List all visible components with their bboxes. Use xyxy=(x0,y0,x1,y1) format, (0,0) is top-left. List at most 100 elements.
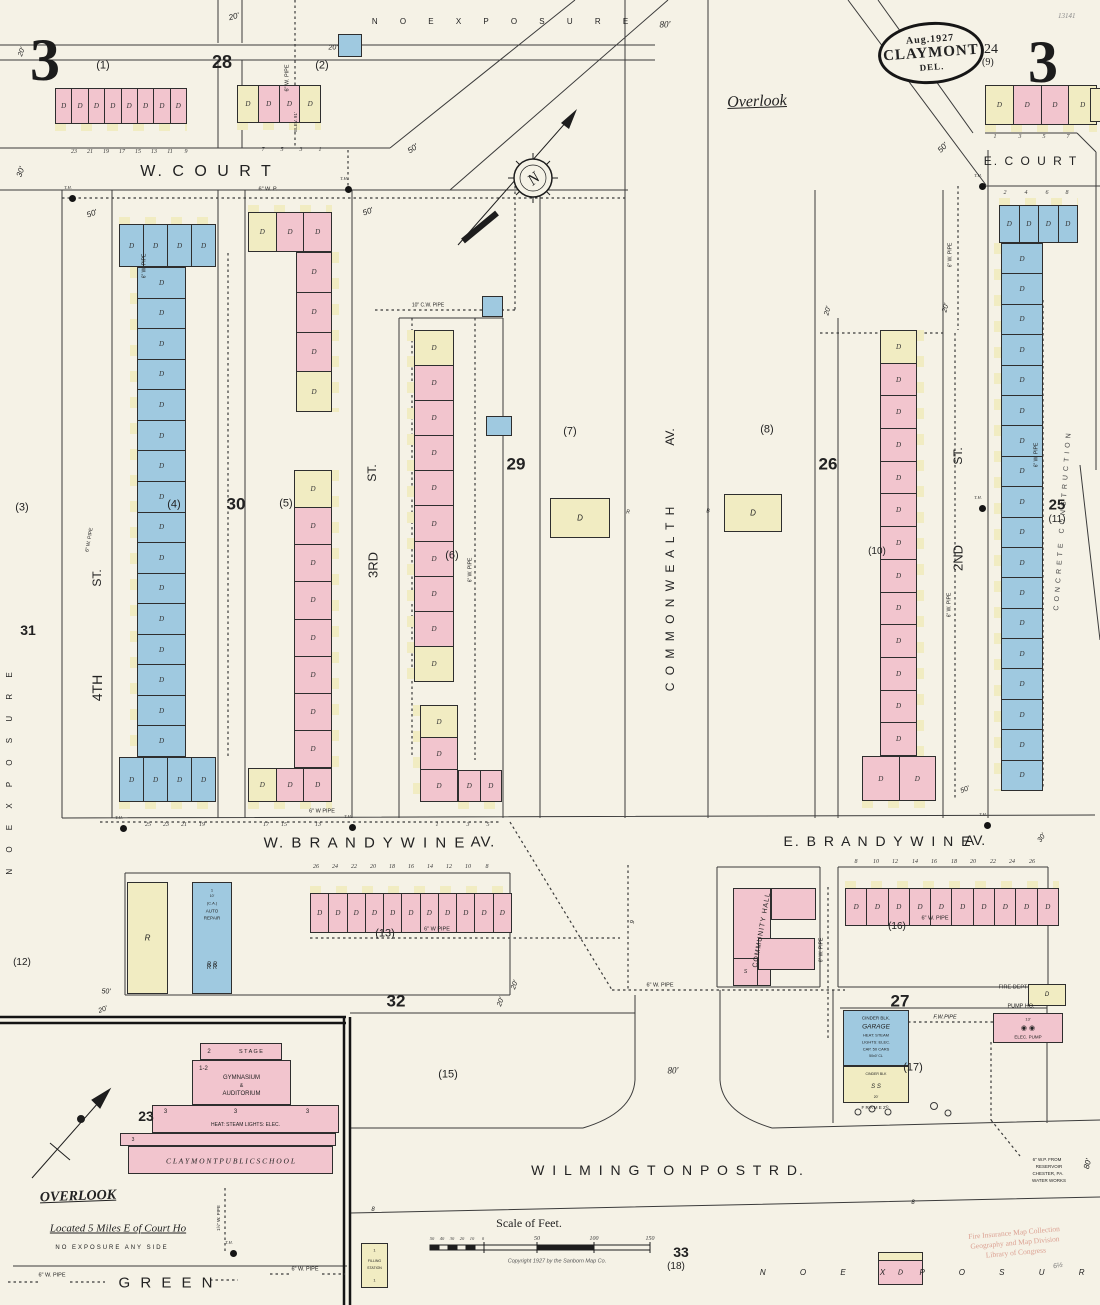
street-2nd: 2ND xyxy=(950,544,966,572)
porch-strip xyxy=(862,801,936,808)
structure-label: D xyxy=(577,513,583,523)
structure-label: GARAGE xyxy=(862,1023,890,1031)
house-number: 50 xyxy=(429,1235,435,1241)
lot-11: (11) xyxy=(1048,514,1066,525)
dwelling-label: D xyxy=(426,909,432,917)
dwelling-label: D xyxy=(310,670,316,679)
structure-label: GYMNASIUM xyxy=(222,1074,261,1081)
house-number: 20 xyxy=(459,1235,465,1241)
building-cell: D xyxy=(144,758,168,801)
building-cell: D xyxy=(138,726,185,756)
building-cell: D xyxy=(120,225,144,266)
porch-strip xyxy=(119,802,216,809)
building-cell: D xyxy=(279,86,301,122)
building-cell xyxy=(339,35,361,56)
structure-label: 3 xyxy=(233,1109,238,1115)
pipe-label: 6" W. PIPE xyxy=(1033,442,1040,468)
building-cell: D xyxy=(415,436,453,472)
house-number: 17 xyxy=(263,822,269,828)
structure-label: 20' xyxy=(873,1094,879,1099)
th-marker-dot xyxy=(979,505,986,512)
dwelling-label: D xyxy=(431,519,437,528)
porch-strip xyxy=(248,205,332,212)
overlook-top: Overlook xyxy=(726,91,788,112)
dwelling-label: D xyxy=(1019,345,1025,354)
dwelling-label: D xyxy=(1045,220,1051,228)
block-30: 30 xyxy=(226,494,246,514)
porch-strip xyxy=(994,243,1001,791)
building-cell: D xyxy=(881,723,916,755)
building-cell: D xyxy=(168,758,192,801)
building-cell: D xyxy=(1002,517,1042,548)
lot-17: (17) xyxy=(903,1061,923,1074)
house-number: 15 xyxy=(135,149,141,155)
structure-label: AUDITORIUM xyxy=(222,1090,261,1097)
porch-strip xyxy=(119,217,216,224)
fire-dept-label: FIRE DEPT xyxy=(998,984,1028,991)
building-cell: D xyxy=(329,894,348,932)
inset-border xyxy=(0,1015,352,1305)
structure-label: S xyxy=(743,969,748,975)
street-3rd-st: ST. xyxy=(365,464,379,482)
house-number: 5 xyxy=(486,822,490,828)
building-cell: D xyxy=(415,471,453,507)
dwelling-label: D xyxy=(159,102,165,110)
house-number: 1 xyxy=(435,822,439,828)
structure-label: 1 xyxy=(210,887,214,893)
dwelling-label: D xyxy=(960,903,966,911)
building-cell: D xyxy=(138,481,185,513)
building-cell: D xyxy=(421,738,457,770)
page-ref-sub: (9) xyxy=(982,57,994,68)
dwelling-label: D xyxy=(1024,101,1030,109)
house-number: 25 xyxy=(145,822,151,828)
water-works-note-3: CHESTER, PA. xyxy=(1032,1170,1064,1176)
sheet-number-right: 3 xyxy=(1028,29,1058,95)
building-cell: D xyxy=(1002,639,1042,670)
dwelling-label: D xyxy=(315,228,321,236)
structure-label: 50x0' CL xyxy=(869,1054,883,1058)
house-number: 22 xyxy=(990,859,996,865)
structure-label: ◉ ◉ xyxy=(1020,1025,1036,1032)
street-w-court: W. C O U R T xyxy=(140,163,274,180)
dwelling-label: D xyxy=(176,241,183,250)
building-cell: D xyxy=(1002,274,1042,305)
building-cell: D xyxy=(881,461,916,495)
house-number: 13 xyxy=(315,822,321,828)
dwelling-label: D xyxy=(938,903,944,911)
building-cell: D xyxy=(973,889,996,925)
building-cell: D xyxy=(909,889,932,925)
dwelling-label: D xyxy=(981,903,987,911)
dwelling-label: D xyxy=(310,707,316,716)
dwelling-label: D xyxy=(1080,101,1086,109)
building-cell: D xyxy=(1037,889,1058,925)
pipe-label: 6" W PIPE xyxy=(424,926,450,933)
dwelling-label: D xyxy=(200,775,207,784)
th-marker-dot xyxy=(984,822,991,829)
building-cell: D xyxy=(138,512,185,544)
house-number: 22 xyxy=(351,864,357,870)
building-cell: D xyxy=(297,253,331,293)
building-cell: D xyxy=(881,429,916,462)
th-marker-dot xyxy=(349,824,356,831)
dwelling-label: D xyxy=(499,909,505,917)
dwelling-label: D xyxy=(152,241,159,250)
house-number: 11 xyxy=(167,149,173,155)
building-cell: D xyxy=(88,89,106,123)
pipe-label: 6" W. P. xyxy=(258,186,278,193)
house-number: 3 xyxy=(299,147,303,153)
building-cell: D xyxy=(297,372,331,411)
dwelling-label: D xyxy=(310,559,316,568)
compass-rose-icon: N xyxy=(457,109,577,246)
dwelling-label: D xyxy=(996,101,1002,109)
pipe-label: 6" W. PIPE xyxy=(291,1266,319,1273)
dwelling-label: D xyxy=(895,702,902,711)
building-cell: D xyxy=(1002,335,1042,366)
dwelling-label: D xyxy=(158,492,165,501)
